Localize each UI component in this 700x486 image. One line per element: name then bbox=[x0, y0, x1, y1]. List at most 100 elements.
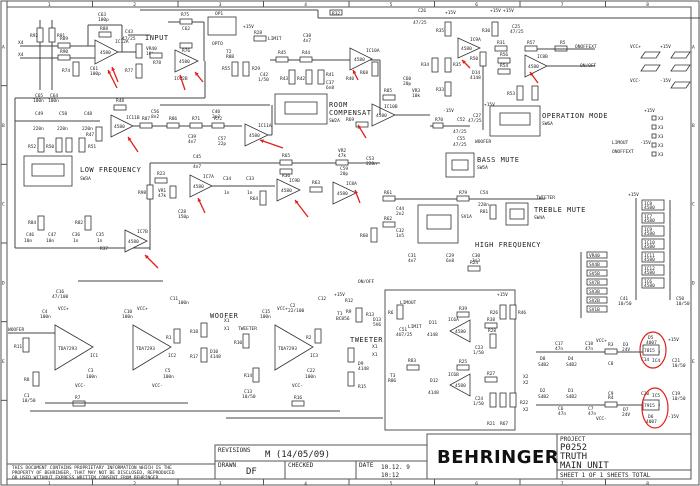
svg-text:R6: R6 bbox=[388, 310, 394, 316]
grid-row-label: E bbox=[2, 359, 5, 365]
switch-supply-sv1b bbox=[586, 305, 608, 313]
svg-text:R32: R32 bbox=[332, 11, 340, 17]
annotation-arrowhead bbox=[352, 70, 357, 74]
svg-text:4580: 4580 bbox=[249, 133, 260, 139]
connector-x3: X3 X3 X3 X3 X3 bbox=[651, 115, 664, 158]
annotation-arrowhead bbox=[145, 255, 149, 259]
svg-text:IC8: IC8 bbox=[644, 201, 652, 207]
svg-text:R86: R86 bbox=[169, 116, 177, 122]
svg-text:C43: C43 bbox=[125, 29, 133, 35]
svg-text:X2: X2 bbox=[523, 380, 529, 386]
grid-column-label: 6 bbox=[475, 2, 478, 8]
block-label-bass-mute: BASS MUTE bbox=[477, 156, 519, 164]
resistor-r57 bbox=[524, 45, 538, 52]
svg-text:4n7: 4n7 bbox=[408, 258, 416, 264]
resistor-r34 bbox=[431, 57, 439, 73]
svg-text:C40: C40 bbox=[212, 109, 220, 115]
svg-text:C49: C49 bbox=[35, 111, 43, 117]
grid-column-label: 7 bbox=[561, 481, 564, 486]
svg-text:10/50: 10/50 bbox=[618, 301, 632, 307]
annotation-arrow bbox=[259, 139, 284, 149]
svg-text:TDA7293: TDA7293 bbox=[278, 346, 297, 352]
svg-text:10n: 10n bbox=[24, 238, 32, 244]
svg-text:100n: 100n bbox=[122, 314, 133, 320]
svg-text:4580: 4580 bbox=[114, 124, 125, 130]
opamp-ic10b bbox=[371, 103, 396, 127]
drawn-value: DF bbox=[246, 467, 257, 477]
svg-text:R35: R35 bbox=[453, 62, 461, 68]
svg-text:R12: R12 bbox=[345, 298, 353, 304]
net-woofer-1: WOOFER bbox=[475, 139, 492, 145]
resistor-r87 bbox=[139, 122, 153, 129]
resistor-r29 bbox=[242, 61, 250, 77]
annotation-arrowhead bbox=[197, 198, 202, 202]
annotation-arrow bbox=[294, 199, 309, 218]
svg-text:1n: 1n bbox=[73, 238, 79, 244]
svg-text:R4: R4 bbox=[608, 395, 614, 401]
svg-text:IC8B: IC8B bbox=[537, 54, 548, 60]
resistor-r27 bbox=[484, 376, 498, 383]
svg-text:4580: 4580 bbox=[179, 59, 190, 65]
svg-text:R63: R63 bbox=[312, 180, 320, 186]
svg-text:4580: 4580 bbox=[193, 184, 204, 190]
opamp-supply-ic11 bbox=[641, 251, 665, 263]
block-label-operation-mode: OPERATION MODE bbox=[542, 112, 608, 120]
resistor-r41 bbox=[317, 69, 325, 85]
opamp-ic6b bbox=[449, 373, 471, 397]
svg-text:4580: 4580 bbox=[644, 231, 655, 237]
svg-text:SV2B: SV2B bbox=[589, 298, 600, 304]
svg-text:IC11A: IC11A bbox=[258, 123, 272, 129]
power-connectors: VCC+ +15V VCC- -15V +15V -15V LIMOUT ONO… bbox=[580, 44, 691, 318]
svg-text:C25: C25 bbox=[512, 24, 520, 30]
power-amp-ic1 bbox=[54, 324, 94, 371]
resistor-r13 bbox=[355, 307, 363, 323]
svg-text:C5: C5 bbox=[165, 368, 171, 374]
resistor-r51 bbox=[78, 137, 86, 153]
net-onoff-2: ON/OFF bbox=[358, 279, 375, 285]
svg-text:R41: R41 bbox=[326, 72, 334, 78]
svg-text:IC9: IC9 bbox=[644, 227, 652, 233]
svg-text:R51: R51 bbox=[88, 144, 96, 150]
svg-text:C62: C62 bbox=[182, 26, 190, 32]
resistor-r74 bbox=[72, 61, 80, 77]
svg-text:10/50: 10/50 bbox=[676, 301, 690, 307]
svg-text:R25: R25 bbox=[459, 359, 467, 365]
svg-text:SV1B: SV1B bbox=[589, 307, 600, 313]
svg-text:R90: R90 bbox=[60, 49, 68, 55]
switch-supply-sv4b bbox=[586, 260, 608, 268]
svg-text:D3: D3 bbox=[623, 342, 629, 348]
svg-text:R28: R28 bbox=[488, 328, 496, 334]
svg-text:R78: R78 bbox=[153, 60, 161, 66]
resistor-r50b bbox=[479, 51, 487, 67]
svg-text:100p: 100p bbox=[90, 71, 101, 77]
svg-text:X1: X1 bbox=[224, 318, 230, 324]
sheet-info: SHEET 1 OF 1 SHEETS TOTAL bbox=[560, 472, 651, 479]
grid-row-label: B bbox=[2, 123, 5, 129]
svg-text:C21: C21 bbox=[672, 358, 680, 364]
net-p15v-6: +15V bbox=[334, 292, 345, 298]
resistor-r55 bbox=[231, 61, 239, 77]
power-amp-ic2 bbox=[132, 324, 172, 371]
net-tweeter-3: TWEETER bbox=[350, 336, 383, 344]
svg-text:C1: C1 bbox=[24, 393, 30, 399]
resistor-r92 bbox=[36, 27, 44, 43]
svg-text:C7: C7 bbox=[588, 406, 594, 412]
resistor-r43 bbox=[288, 69, 296, 85]
grid-column-label: 2 bbox=[133, 2, 136, 8]
svg-text:10/50: 10/50 bbox=[242, 394, 256, 400]
svg-text:C19: C19 bbox=[672, 391, 680, 397]
svg-text:4580: 4580 bbox=[644, 205, 655, 211]
resistor-r88 bbox=[98, 31, 112, 38]
svg-text:C30: C30 bbox=[472, 253, 480, 259]
grid-column-label: 8 bbox=[646, 481, 649, 486]
svg-text:47/25: 47/25 bbox=[510, 29, 524, 35]
svg-text:R13: R13 bbox=[366, 312, 374, 318]
resistor-r29-h bbox=[253, 35, 267, 42]
grid-row-label: D bbox=[692, 280, 695, 286]
grid-column-label: 1 bbox=[48, 481, 51, 486]
svg-text:C27: C27 bbox=[473, 113, 481, 119]
svg-text:S4B2: S4B2 bbox=[538, 394, 549, 400]
svg-text:1/50: 1/50 bbox=[473, 350, 484, 356]
